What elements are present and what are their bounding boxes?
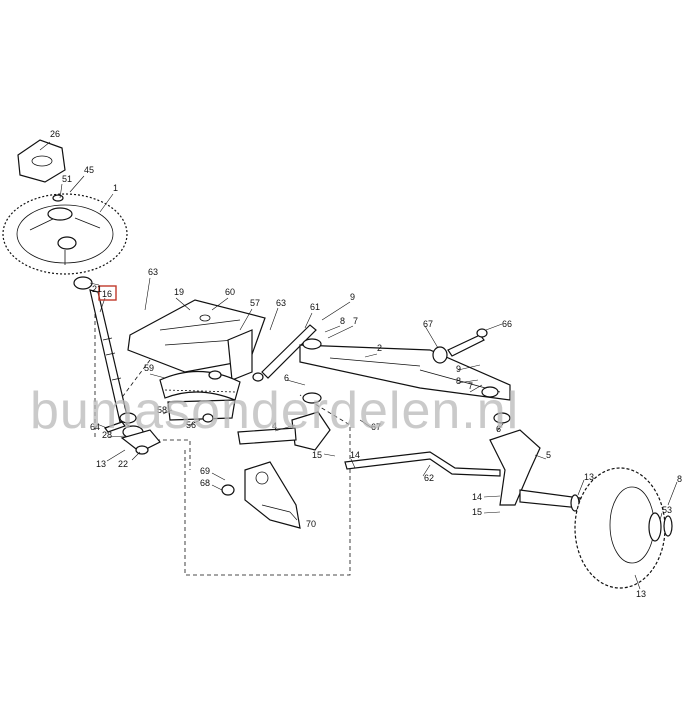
part-label-13a: 13 — [96, 459, 106, 469]
part-label-26: 26 — [50, 129, 60, 139]
part-label-56: 56 — [186, 420, 196, 430]
part-label-60: 60 — [225, 287, 235, 297]
steering-column — [73, 276, 137, 424]
part-label-13b: 13 — [584, 472, 594, 482]
part-label-66: 66 — [502, 319, 512, 329]
part-label-70: 70 — [306, 519, 316, 529]
leader-lines — [39, 141, 678, 590]
part-label-51: 51 — [62, 174, 72, 184]
part-label-7a: 7 — [353, 316, 358, 326]
right-spindle — [489, 412, 581, 512]
part-label-13c: 13 — [636, 589, 646, 599]
part-label-63a: 63 — [148, 267, 158, 277]
part-label-9a: 9 — [350, 292, 355, 302]
part-label-64: 64 — [90, 422, 100, 432]
part-label-8c: 8 — [677, 474, 682, 484]
front-axle — [299, 338, 511, 401]
highlighted-part-box — [98, 285, 117, 301]
steering-gear — [104, 421, 161, 455]
part-label-57: 57 — [250, 298, 260, 308]
part-label-67b: 67 — [371, 422, 381, 432]
part-label-15b: 15 — [472, 507, 482, 517]
part-label-58: 58 — [157, 405, 167, 415]
part-label-59: 59 — [144, 363, 154, 373]
support-plate — [127, 299, 266, 381]
part-label-6a: 6 — [284, 373, 289, 383]
sector-gear — [159, 370, 241, 401]
part-label-15a: 15 — [312, 450, 322, 460]
part-label-8b: 8 — [456, 376, 461, 386]
part-label-68: 68 — [200, 478, 210, 488]
drag-link — [252, 324, 317, 382]
left-spindle — [237, 392, 331, 451]
steering-wheel — [2, 193, 128, 275]
part-label-21: 21 — [92, 284, 102, 294]
part-label-5: 5 — [546, 450, 551, 460]
part-label-28: 28 — [102, 430, 112, 440]
part-label-69: 69 — [200, 466, 210, 476]
part-label-63b: 63 — [276, 298, 286, 308]
part-label-22: 22 — [118, 459, 128, 469]
part-label-1: 1 — [113, 183, 118, 193]
part-label-9b: 9 — [456, 364, 461, 374]
part-label-53: 53 — [662, 505, 672, 515]
tie-rod — [344, 451, 501, 477]
part-label-8a: 8 — [340, 316, 345, 326]
part-label-67a: 67 — [423, 319, 433, 329]
part-label-7b: 7 — [468, 381, 473, 391]
part-label-4: 4 — [272, 421, 277, 431]
lower-bushing — [167, 399, 236, 423]
part-label-16: 16 — [102, 289, 112, 299]
dashed-lower-frame — [184, 394, 351, 576]
part-label-6b: 6 — [496, 424, 501, 434]
part-label-2: 2 — [377, 343, 382, 353]
part-label-14a: 14 — [350, 450, 360, 460]
watermark: bumasonderdelen.nl — [30, 382, 519, 440]
part-label-19: 19 — [174, 287, 184, 297]
part-label-14b: 14 — [472, 492, 482, 502]
mounting-bracket — [221, 461, 301, 529]
part-label-45: 45 — [84, 165, 94, 175]
part-label-61: 61 — [310, 302, 320, 312]
wheel-cover — [17, 139, 66, 183]
pivot-bolt — [432, 328, 488, 364]
part-label-62: 62 — [424, 473, 434, 483]
front-wheel — [574, 467, 673, 589]
